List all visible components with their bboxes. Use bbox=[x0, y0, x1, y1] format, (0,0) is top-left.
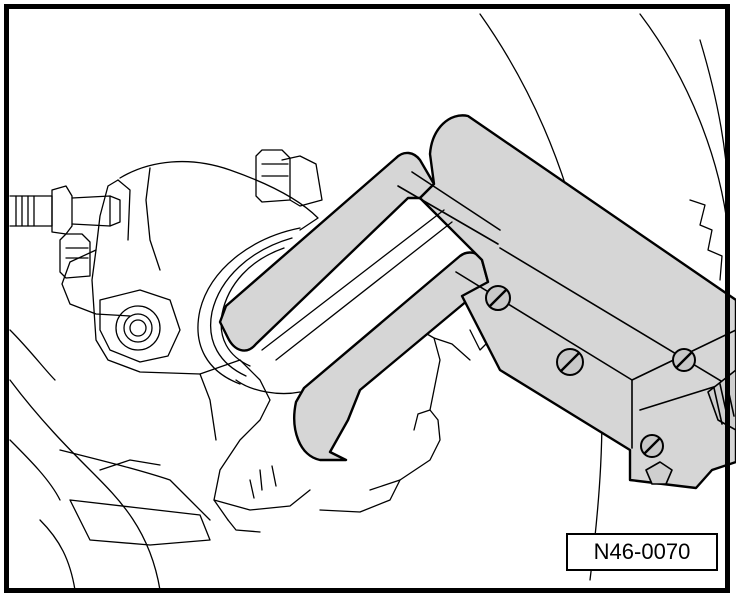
caliper-body bbox=[61, 161, 319, 533]
suspension-outline bbox=[9, 329, 211, 591]
figure-label: N46-0070 bbox=[566, 533, 718, 571]
bleed-screws bbox=[59, 149, 323, 279]
tool-screws bbox=[485, 285, 696, 458]
brake-hose bbox=[9, 185, 121, 235]
pad-gap bbox=[261, 209, 453, 361]
piston-reset-tool bbox=[218, 114, 736, 490]
caliper-bracket bbox=[319, 329, 491, 513]
